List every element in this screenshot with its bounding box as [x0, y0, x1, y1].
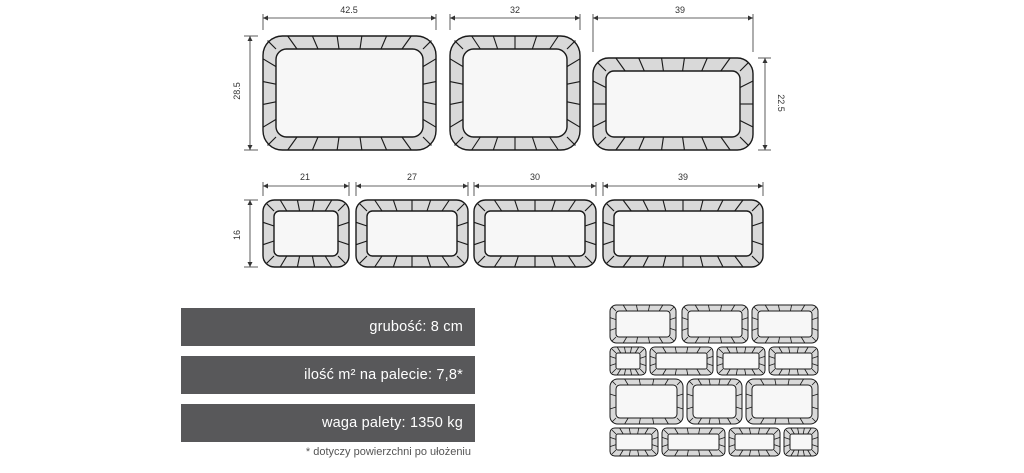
- dim-top-width-3: 39: [675, 5, 685, 15]
- dim-bottom-width-4: 39: [678, 172, 688, 182]
- stone-32x28: [449, 35, 581, 151]
- pattern-stone: [745, 378, 819, 425]
- stone-42x28: [262, 35, 437, 151]
- pattern-stone: [661, 427, 726, 457]
- stone-30x16: [473, 199, 597, 268]
- spec-pallet-weight: waga palety: 1350 kg: [181, 404, 475, 442]
- pattern-stone: [716, 346, 766, 376]
- pattern-stone: [609, 346, 647, 376]
- laying-pattern: [609, 304, 819, 457]
- pattern-stone: [609, 304, 677, 344]
- spec-per-pallet: ilość m² na palecie: 7,8*: [181, 356, 475, 394]
- dim-bottom-width-1: 21: [300, 172, 310, 182]
- pattern-stone: [609, 427, 659, 457]
- dim-bottom-width-2: 27: [407, 172, 417, 182]
- stone-39x22: [592, 57, 754, 151]
- pattern-stone: [609, 378, 684, 425]
- stone-27x16: [355, 199, 469, 268]
- stone-39x16: [602, 199, 764, 268]
- spec-pallet-weight-label: waga palety: 1350 kg: [321, 415, 463, 431]
- dim-top-height-left: 28.5: [232, 82, 242, 100]
- spec-thickness-label: grubość: 8 cm: [369, 319, 463, 335]
- pattern-stone: [728, 427, 781, 457]
- pattern-stone: [686, 378, 743, 425]
- dim-top-width-2: 32: [510, 5, 520, 15]
- spec-per-pallet-label: ilość m² na palecie: 7,8*: [304, 367, 463, 383]
- dim-bottom-height: 16: [232, 230, 242, 240]
- pattern-stone: [783, 427, 819, 457]
- pattern-stone: [768, 346, 819, 376]
- pattern-stone: [649, 346, 714, 376]
- dimension-lines: [244, 14, 771, 268]
- pattern-stone: [681, 304, 749, 344]
- stone-21x16: [262, 199, 350, 268]
- dim-bottom-width-3: 30: [530, 172, 540, 182]
- spec-thickness: grubość: 8 cm: [181, 308, 475, 346]
- footnote: * dotyczy powierzchni po ułożeniu: [305, 446, 471, 458]
- dim-top-width-1: 42.5: [340, 5, 358, 15]
- pattern-stone: [751, 304, 819, 344]
- dim-top-height-right: 22.5: [776, 94, 786, 112]
